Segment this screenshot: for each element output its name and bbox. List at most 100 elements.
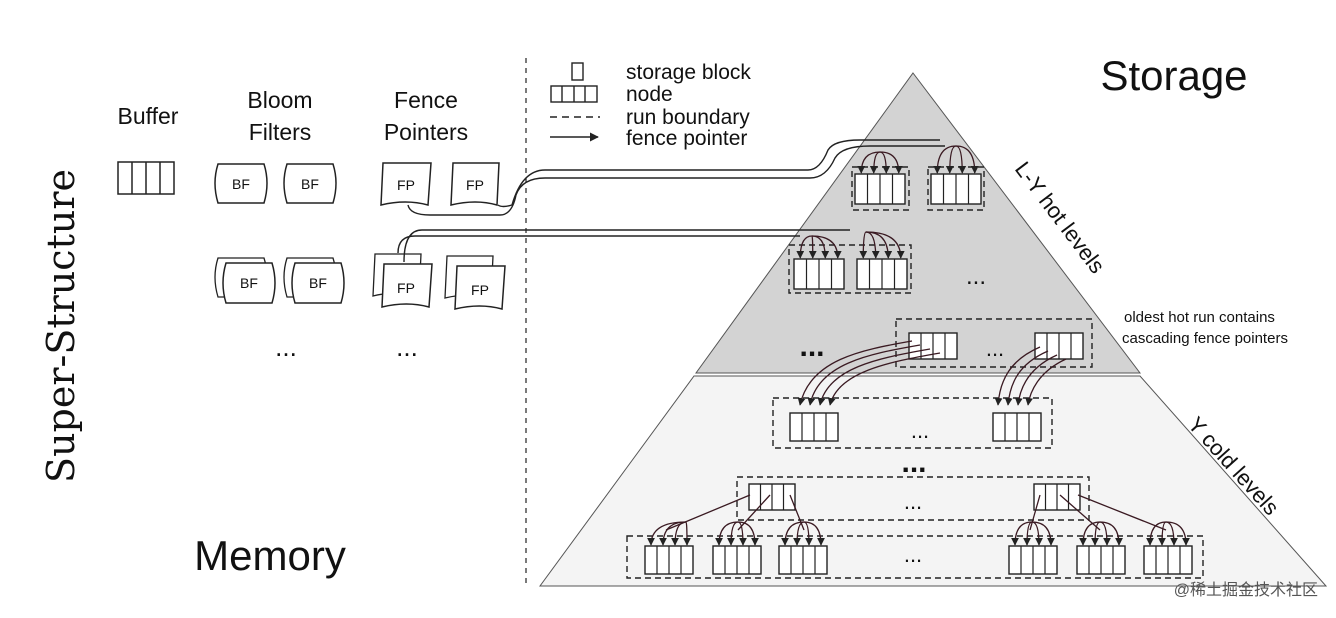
fence-pointer-arrow bbox=[1091, 521, 1101, 546]
fence-pointer-arrow bbox=[1146, 521, 1167, 546]
storage-node bbox=[789, 412, 839, 442]
fence-pointer-arrow bbox=[715, 521, 739, 546]
fence-pointer-arrow bbox=[1165, 521, 1190, 546]
fence-pointer-stack: FP bbox=[444, 255, 506, 310]
cascade-link bbox=[827, 352, 941, 406]
storage-node bbox=[1033, 483, 1081, 511]
fence-pointer-arrow bbox=[865, 231, 905, 259]
svg-text:run boundary: run boundary bbox=[626, 106, 750, 129]
cascade-link bbox=[737, 494, 771, 531]
svg-text:BF: BF bbox=[240, 275, 258, 291]
storage-node bbox=[748, 483, 796, 511]
fence-pointer-arrow bbox=[933, 145, 957, 174]
svg-text:node: node bbox=[626, 83, 673, 106]
svg-text:BF: BF bbox=[232, 176, 250, 192]
cold-run-ellipsis-2: ... bbox=[904, 489, 922, 514]
buffer-heading: Buffer bbox=[118, 103, 179, 129]
cold-levels-region bbox=[539, 375, 1328, 587]
run-boundary bbox=[626, 535, 1204, 579]
fence-pointer-arrow bbox=[727, 521, 739, 546]
cascading-fence-links bbox=[665, 340, 1167, 531]
fence-pointer-arrow bbox=[808, 235, 817, 259]
legend-item-fence-pointer: fence pointer bbox=[550, 127, 747, 150]
fence-pointer-arrow bbox=[803, 521, 825, 546]
bloom-filter-stack: BF bbox=[283, 257, 345, 304]
fence-pointer-block: FP bbox=[380, 162, 432, 206]
fence-pointers-heading-2: Pointers bbox=[384, 119, 468, 145]
bottom-run-ellipsis: ... bbox=[904, 542, 922, 567]
storage-node bbox=[778, 545, 828, 575]
cascade-link bbox=[1077, 494, 1167, 531]
cascading-note-line1: oldest hot run contains bbox=[1124, 309, 1275, 326]
fence-pointer-arrow bbox=[811, 235, 842, 259]
fence-pointer-block: FP bbox=[450, 162, 500, 206]
cascade-link bbox=[797, 340, 913, 406]
fence-pointer-arrow bbox=[1031, 521, 1055, 546]
run-boundaries bbox=[626, 166, 1204, 579]
svg-text:storage block: storage block bbox=[626, 61, 751, 84]
run-boundary bbox=[788, 244, 912, 294]
hot-run-ellipsis: ... bbox=[986, 336, 1004, 361]
fence-link bbox=[407, 145, 945, 216]
cascade-link bbox=[789, 494, 805, 531]
fence-link bbox=[403, 229, 850, 263]
svg-text:fence pointer: fence pointer bbox=[626, 127, 747, 150]
fence-pointer-arrow bbox=[955, 145, 979, 174]
svg-text:BF: BF bbox=[301, 176, 319, 192]
fence-pointer-arrow bbox=[1023, 521, 1033, 546]
cascade-link bbox=[1004, 350, 1049, 406]
memory-label: Memory bbox=[194, 532, 346, 579]
run-boundary bbox=[772, 397, 1053, 449]
hot-level-ellipsis-left: ... bbox=[799, 330, 824, 363]
storage-pyramid bbox=[539, 72, 1328, 587]
cascade-link bbox=[994, 346, 1041, 406]
legend-item-storage-block: storage block bbox=[571, 61, 751, 84]
cold-level-ellipsis: ... bbox=[901, 446, 926, 479]
bloom-filters-heading-1: Bloom bbox=[247, 87, 312, 113]
fence-pointer-arrow bbox=[793, 521, 805, 546]
fence-pointer-arrow bbox=[1099, 521, 1123, 546]
fence-pointer-arrow bbox=[859, 231, 868, 259]
cascade-link bbox=[1059, 494, 1101, 531]
cascade-link bbox=[1014, 354, 1058, 406]
bloom-filters-heading-2: Filters bbox=[249, 119, 312, 145]
fence-link bbox=[397, 235, 800, 254]
legend: storage block node run boundary fence po… bbox=[550, 61, 751, 150]
svg-text:BF: BF bbox=[309, 275, 327, 291]
storage-node bbox=[856, 258, 908, 290]
fence-pointer-arrow bbox=[1011, 521, 1033, 546]
svg-text:FP: FP bbox=[397, 177, 415, 193]
fence-pointer-arrow bbox=[737, 521, 759, 546]
storage-node bbox=[1076, 545, 1126, 575]
fence-pointer-arrow bbox=[945, 145, 957, 174]
storage-node bbox=[712, 545, 762, 575]
cascading-note-line2: cascading fence pointers bbox=[1122, 330, 1288, 347]
cascade-link bbox=[665, 494, 751, 531]
cold-run-ellipsis: ... bbox=[911, 418, 929, 443]
storage-node bbox=[992, 412, 1042, 442]
fence-pointer-arrow bbox=[1079, 521, 1101, 546]
fence-pointer-arrow bbox=[879, 151, 903, 174]
fence-pointer-arrow bbox=[857, 151, 881, 174]
storage-label: Storage bbox=[1100, 52, 1247, 99]
legend-item-node: node bbox=[550, 83, 673, 106]
storage-node bbox=[793, 258, 845, 290]
fence-pointer-arrow bbox=[796, 235, 813, 259]
svg-text:FP: FP bbox=[397, 280, 415, 296]
bloom-filter: BF bbox=[283, 163, 337, 204]
storage-node bbox=[854, 173, 906, 205]
run-boundary bbox=[736, 476, 1090, 521]
bloom-filter-stack: BF bbox=[214, 257, 276, 304]
storage-node bbox=[644, 545, 694, 575]
bloom-filters-ellipsis: ... bbox=[275, 332, 297, 362]
storage-node bbox=[1034, 332, 1084, 360]
fence-pointer-arrow bbox=[1158, 521, 1167, 546]
cascade-link bbox=[1029, 494, 1041, 531]
fence-pointer-arrows bbox=[647, 145, 1190, 546]
cascade-link bbox=[1025, 358, 1067, 406]
nodes-layer bbox=[644, 173, 1193, 575]
storage-node bbox=[1143, 545, 1193, 575]
bloom-filter: BF bbox=[214, 163, 268, 204]
svg-text:FP: FP bbox=[466, 177, 484, 193]
buffer-node bbox=[117, 161, 175, 195]
